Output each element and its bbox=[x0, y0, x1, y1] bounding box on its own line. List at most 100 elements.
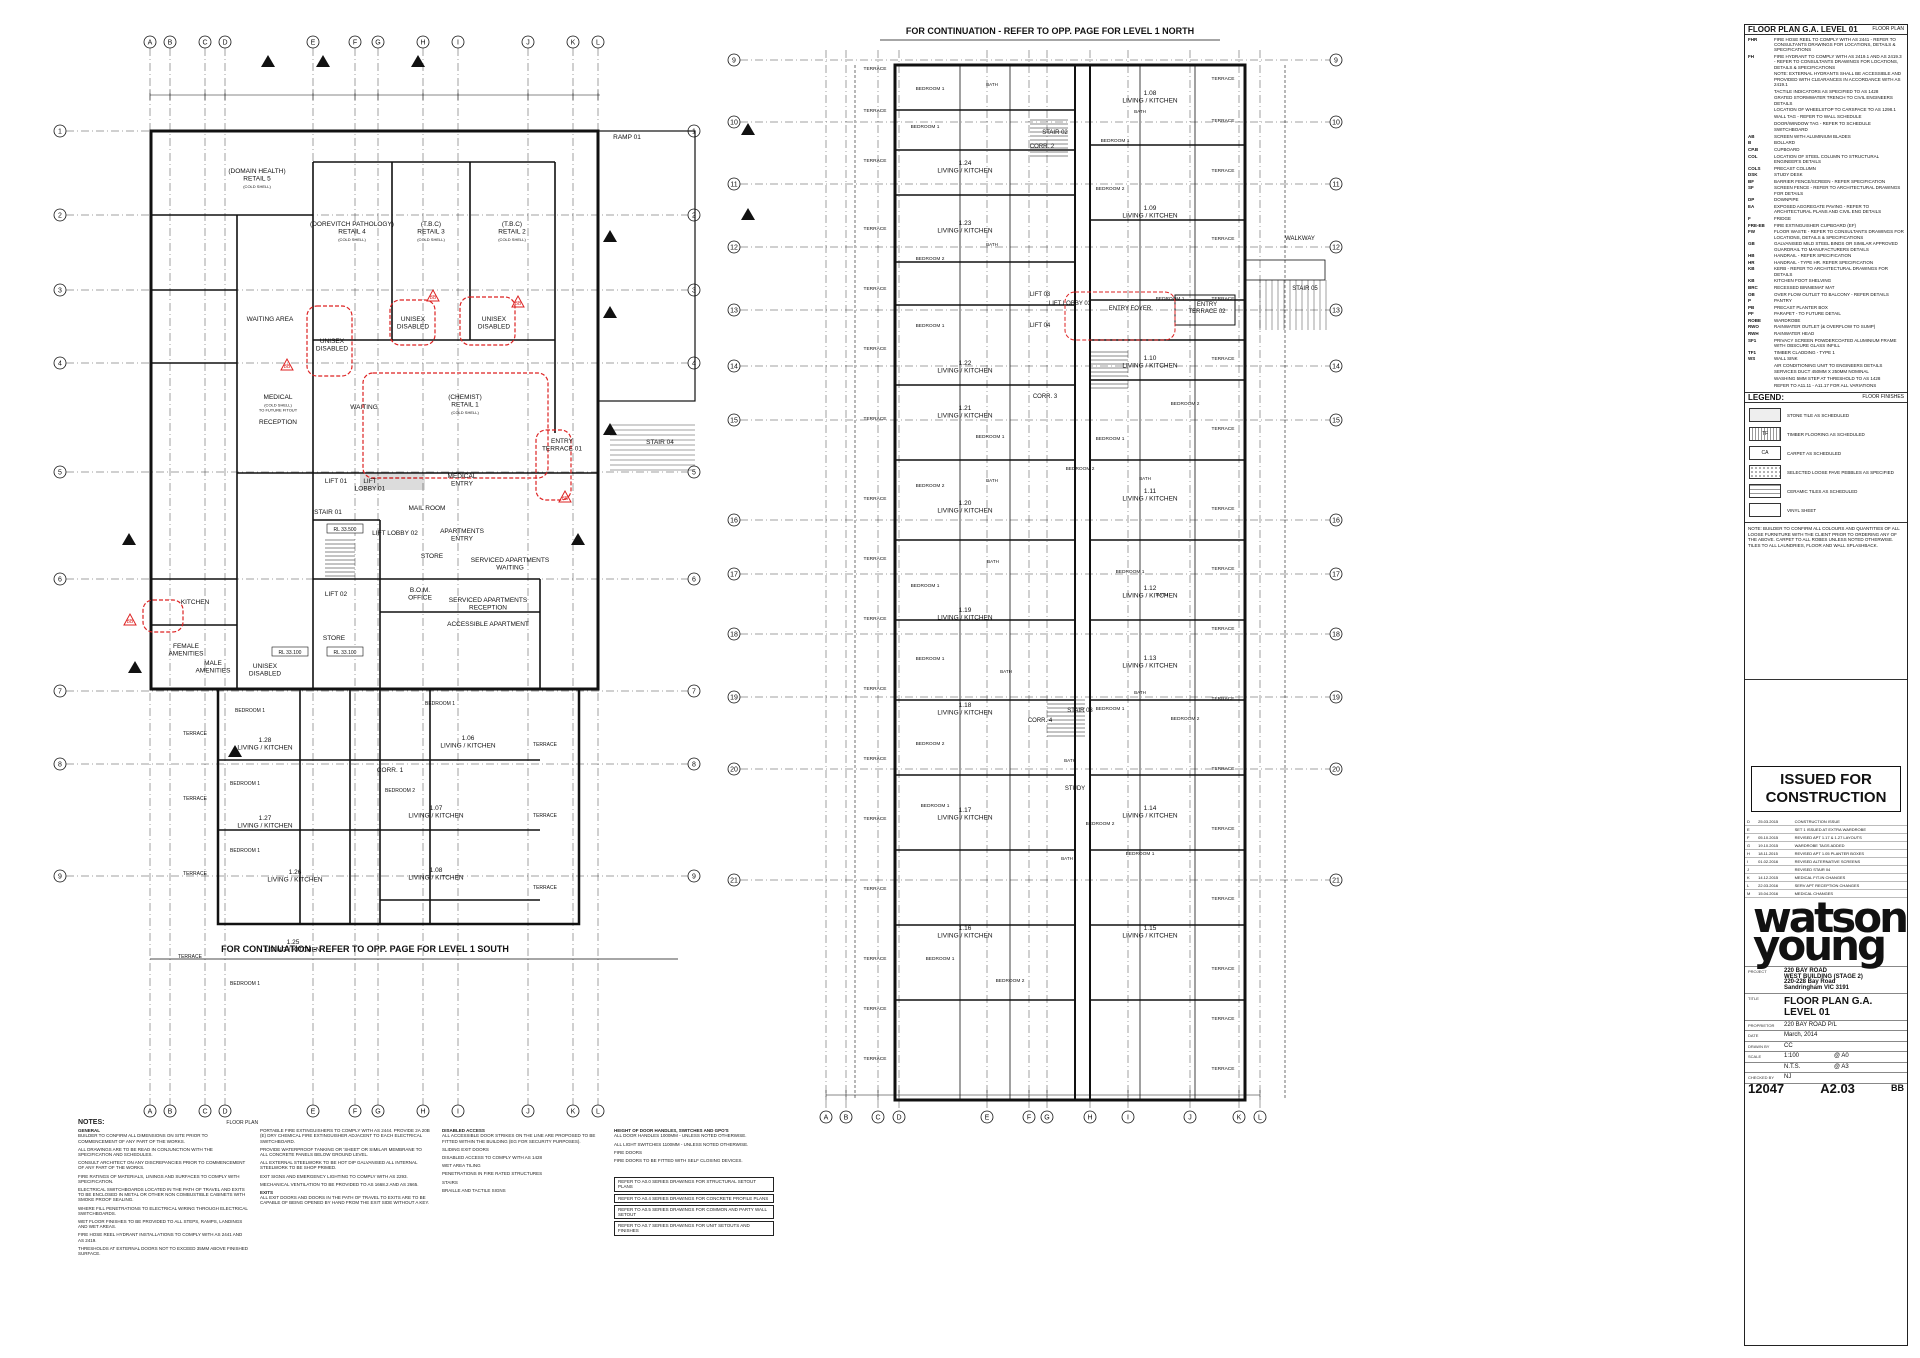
terrace-label: TERRACE bbox=[183, 731, 208, 737]
note-general-0: BUILDER TO CONFIRM ALL DIMENSIONS ON SIT… bbox=[78, 1133, 208, 1144]
grid-bubble-row-label: 1 bbox=[692, 129, 696, 136]
apartment-1.11: 1.11 bbox=[1144, 488, 1157, 495]
bedroom-label: BEDROOM 1 bbox=[911, 124, 940, 130]
core-lift-04: LIFT 04 bbox=[1030, 323, 1051, 329]
legend-key: HR bbox=[1748, 259, 1755, 265]
grid-bubble-col bbox=[348, 1104, 362, 1118]
notes-subtitle: FLOOR PLAN bbox=[226, 1120, 259, 1126]
grid-bubble-row bbox=[1329, 240, 1343, 254]
drawn-value: CC bbox=[1784, 1042, 1793, 1049]
grid-bubble-col-label: H bbox=[1087, 1115, 1092, 1122]
room-retail5: (DOMAIN HEALTH) bbox=[228, 168, 285, 175]
legend-row: DOOR/WINDOW TAG - REFER TO SCHEDULE bbox=[1745, 121, 1907, 126]
grid-bubble-row-label: 7 bbox=[58, 689, 62, 696]
grid-bubble-row bbox=[53, 356, 67, 370]
finishes-title: LEGEND: bbox=[1748, 393, 1784, 403]
revision-triangle bbox=[426, 288, 440, 302]
terrace-label: TERRACE bbox=[864, 886, 887, 892]
terrace-label: TERRACE bbox=[1212, 696, 1235, 702]
note-general-8: THRESHOLDS AT EXTERNAL DOORS NOT TO EXCE… bbox=[78, 1245, 248, 1257]
grid-bubble-row-label: 15 bbox=[730, 418, 738, 425]
legend-desc: SCREEN FENCE - REFER TO ARCHITECTURAL DR… bbox=[1774, 185, 1901, 196]
room-apartments-entry: ENTRY bbox=[451, 536, 474, 543]
terrace-label: TERRACE bbox=[1212, 118, 1235, 124]
grid-bubble-row bbox=[727, 762, 741, 776]
terrace-label: TERRACE bbox=[864, 158, 887, 164]
legend-key: CP.B bbox=[1748, 146, 1759, 152]
checked-value: NJ bbox=[1784, 1074, 1792, 1081]
grid-bubble-row bbox=[53, 572, 67, 586]
room-stair-04: STAIR 04 bbox=[646, 439, 674, 446]
legend-desc: FIRE HYDRANT TO COMPLY WITH AS 2419.1 AN… bbox=[1774, 54, 1902, 70]
bedroom-label: BEDROOM 1 bbox=[1116, 569, 1145, 575]
terrace-label: TERRACE bbox=[1212, 506, 1235, 512]
finish-desc: TIMBER FLOORING AS SCHEDULED bbox=[1787, 431, 1865, 437]
legend-desc: LOCATION OF WHEELSTOP TO CARSPACE TO AS … bbox=[1774, 107, 1896, 113]
legend-desc: DOOR/WINDOW TAG - REFER TO SCHEDULE bbox=[1774, 120, 1871, 126]
grid-bubble-row bbox=[687, 465, 701, 479]
grid-bubble-col bbox=[1232, 1110, 1246, 1124]
section-marker bbox=[603, 423, 617, 435]
terrace-label: TERRACE bbox=[1212, 76, 1235, 82]
apartment-1.15: LIVING / KITCHEN bbox=[1122, 933, 1178, 940]
legend-desc: SCREEN WITH ALUMINIUM BLADES bbox=[1774, 133, 1851, 139]
grid-bubble-row-label: 8 bbox=[58, 762, 62, 769]
legend-key: PF bbox=[1748, 311, 1754, 317]
grid-bubble-col-label: D bbox=[222, 1109, 227, 1116]
terrace-label: TERRACE bbox=[1212, 356, 1235, 362]
grid-bubble-col bbox=[451, 35, 465, 49]
apartment-1.18: LIVING / KITCHEN bbox=[937, 710, 993, 717]
finish-desc: STONE TILE AS SCHEDULED bbox=[1787, 412, 1850, 418]
terrace-label: TERRACE bbox=[864, 1056, 887, 1062]
legend-key: RWO bbox=[1748, 324, 1759, 330]
notes-col4: ALL DOOR HANDLES 1000MM - UNLESS NOTED O… bbox=[614, 1133, 774, 1163]
bedroom-label: BEDROOM 2 bbox=[916, 741, 945, 747]
grid-bubble-row-label: 7 bbox=[692, 689, 696, 696]
apartment-1.09: LIVING / KITCHEN bbox=[1122, 213, 1178, 220]
room-lift-lobby-02: LIFT LOBBY 02 bbox=[372, 530, 418, 537]
legend-desc: RAINWATER OUTLET (& OVERFLOW TO SUMP) bbox=[1774, 324, 1876, 330]
core-stair-05: STAIR 05 bbox=[1292, 286, 1318, 292]
grid-bubble-row bbox=[53, 869, 67, 883]
bedroom-label: BEDROOM 1 bbox=[1101, 138, 1130, 144]
notes-col1: BUILDER TO CONFIRM ALL DIMENSIONS ON SIT… bbox=[78, 1133, 248, 1256]
legend-key: F bbox=[1748, 215, 1751, 221]
note-general-2: CONSULT ARCHITECT ON ANY DISCREPANCIES P… bbox=[78, 1160, 246, 1171]
grid-bubble-col-label: G bbox=[375, 40, 380, 47]
room-retail4: (DOREVITCH PATHOLOGY) bbox=[310, 221, 394, 228]
apartment-1.25: LIVING / KITCHEN bbox=[265, 947, 321, 954]
legend-desc: AIR CONDITIONING UNIT TO ENGINEERS DETAI… bbox=[1774, 362, 1883, 368]
terrace-label: TERRACE bbox=[864, 616, 887, 622]
grid-bubble-row-label: 19 bbox=[1332, 695, 1340, 702]
room-waiting: WAITING bbox=[350, 404, 378, 411]
grid-bubble-row bbox=[1329, 177, 1343, 191]
grid-bubble-row bbox=[1329, 567, 1343, 581]
legend-row: SERVICES DUCT 450MM X 250MM NOMINAL bbox=[1745, 369, 1907, 374]
bedroom-label: BEDROOM 2 bbox=[996, 978, 1025, 984]
bath-label: BATH bbox=[1139, 476, 1151, 481]
room-waiting-area: WAITING AREA bbox=[247, 316, 294, 323]
grid-bubble-col bbox=[1040, 1110, 1054, 1124]
grid-bubble-row bbox=[727, 115, 741, 129]
bedroom-label: BEDROOM 1 bbox=[911, 583, 940, 589]
grid-bubble-row-label: 20 bbox=[730, 767, 738, 774]
grid-bubble-col bbox=[416, 35, 430, 49]
note-col3-5: STAIRS bbox=[442, 1179, 458, 1185]
revision-tag: BB bbox=[127, 619, 134, 625]
legend-desc: FLOOR WASTE - REFER TO CONSULTANTS DRAWI… bbox=[1774, 229, 1904, 240]
legend-key: FW bbox=[1748, 229, 1755, 235]
terrace-label: TERRACE bbox=[183, 871, 208, 877]
finish-desc: VINYL SHEET bbox=[1787, 507, 1817, 513]
finish-swatch bbox=[1749, 408, 1781, 423]
legend-subtitle: FLOOR PLAN bbox=[1872, 26, 1904, 32]
grid-bubble-row-label: 21 bbox=[1332, 878, 1340, 885]
legend-key: P bbox=[1748, 298, 1752, 304]
room-bom-office: B.O.M. bbox=[410, 587, 430, 594]
grid-bubble-row bbox=[727, 873, 741, 887]
